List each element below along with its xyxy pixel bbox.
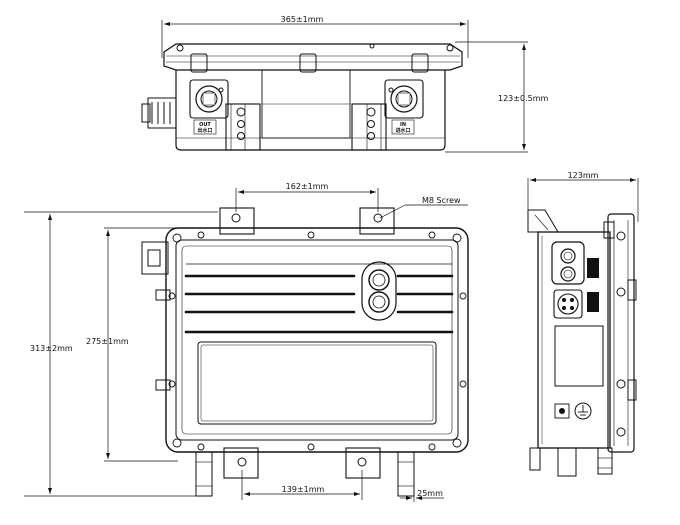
outlet-label-cn: 出水口 [197,127,212,134]
top-height-label: 123±0.5mm [498,94,548,103]
side-view: 123mm [527,171,639,477]
body-height-label: 275±1mm [86,337,129,346]
front-view: 162±1mm M8 Screw 313±2mm 275±1mm [24,182,469,502]
outlet-label-en: OUT [199,122,211,128]
offset-bottom-label: 25mm [417,489,443,498]
screw-callout-label: M8 Screw [422,196,461,205]
top-view: 365±1mm 123±0.5mm OUT 出水 [141,15,548,153]
mount-spacing-top-label: 162±1mm [286,182,329,191]
mount-spacing-bottom-label: 139±1mm [282,485,325,494]
inlet-label-cn: 进水口 [395,127,410,134]
inlet-label-en: IN [400,122,406,128]
total-height-label: 313±2mm [30,344,73,353]
top-width-label: 365±1mm [281,15,324,24]
side-width-label: 123mm [568,171,599,180]
